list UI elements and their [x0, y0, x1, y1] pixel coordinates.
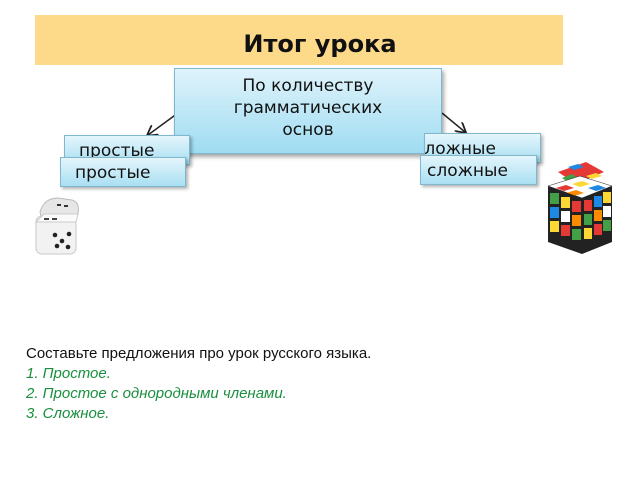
simple-label-front-text: простые [75, 163, 151, 183]
task-heading: Составьте предложения про урок русского … [26, 345, 372, 362]
slide-title: Итог урока [243, 30, 397, 58]
task-block: Составьте предложения про урок русского … [26, 344, 371, 424]
simple-label-back-text: простые [79, 141, 155, 161]
main-box-line-1: По количеству [242, 76, 374, 96]
title-bar [35, 15, 563, 65]
arrow-left-back [148, 112, 179, 135]
task-item-1: 1. Простое. [26, 365, 111, 382]
arrow-right-back [441, 112, 465, 132]
complex-label-front-text: сложные [427, 161, 508, 181]
complex-label-front: сложные [420, 155, 537, 185]
task-item-3: 3. Сложное. [26, 405, 110, 422]
task-item-2: 2. Простое с однородными членами. [26, 385, 287, 402]
simple-label-front: простые [60, 157, 186, 187]
complex-label-back-text: сложные [424, 139, 496, 159]
grammar-base-box: По количеству грамматических основ [174, 68, 442, 154]
main-box-line-3: основ [282, 120, 334, 140]
main-box-line-2: грамматических [233, 98, 383, 118]
